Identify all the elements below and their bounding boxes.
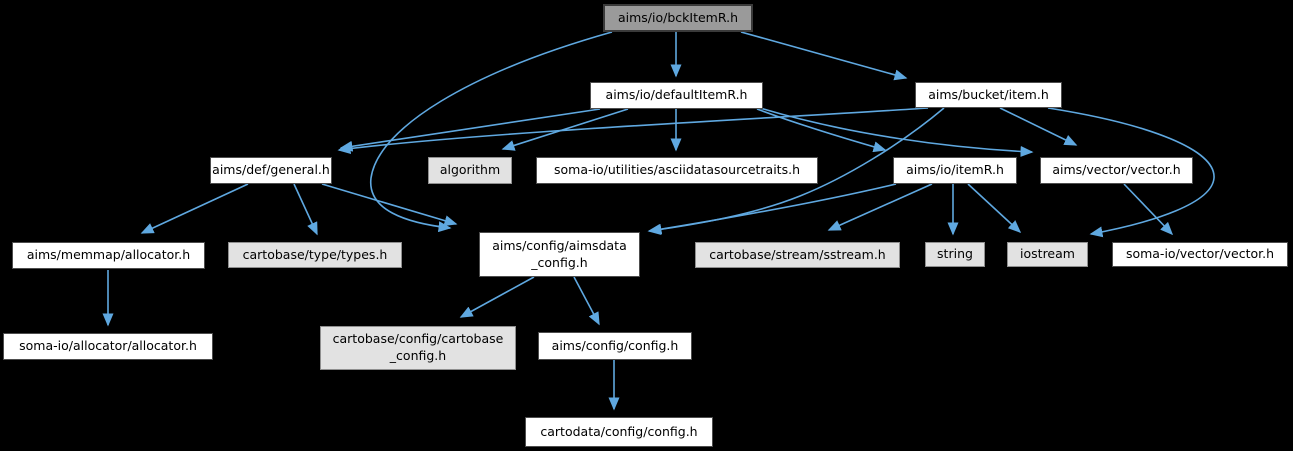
node-iostream: iostream xyxy=(1007,242,1088,267)
node-somaalloc[interactable]: soma-io/allocator/allocator.h xyxy=(3,333,213,360)
edge-itemR-to-iostream xyxy=(967,183,1022,234)
edge-defaultItemR-to-vector xyxy=(759,107,1034,157)
node-algorithm: algorithm xyxy=(428,157,512,184)
node-itemR[interactable]: aims/io/itemR.h xyxy=(893,157,1017,184)
edge-general-to-memmap xyxy=(140,183,249,234)
edge-general-to-types xyxy=(293,183,318,236)
node-cartodataconfig[interactable]: cartodata/config/config.h xyxy=(525,417,713,447)
edge-defaultItemR-to-general xyxy=(339,108,601,152)
node-memmap[interactable]: aims/memmap/allocator.h xyxy=(12,242,205,269)
edge-itemR-to-aimsdata xyxy=(648,183,897,235)
edge-item-to-iostream xyxy=(1047,107,1215,238)
edge-item-to-vector xyxy=(999,107,1078,146)
edge-bckItemR-to-item xyxy=(740,31,908,81)
node-general[interactable]: aims/def/general.h xyxy=(210,157,332,184)
node-ascii[interactable]: soma-io/utilities/asciidatasourcetraits.… xyxy=(536,157,818,184)
node-cartobaseconfig: cartobase/config/cartobase _config.h xyxy=(320,326,516,370)
edge-aimsdata-to-cartobaseconfig xyxy=(459,276,535,318)
node-defaultItemR[interactable]: aims/io/defaultItemR.h xyxy=(590,82,763,109)
edge-item-to-general xyxy=(337,107,929,155)
node-item[interactable]: aims/bucket/item.h xyxy=(915,82,1062,108)
edge-bckItemR-to-aimsdata xyxy=(370,31,613,233)
node-somavector[interactable]: soma-io/vector/vector.h xyxy=(1112,242,1288,267)
node-types: cartobase/type/types.h xyxy=(228,242,402,268)
edge-general-to-aimsdata xyxy=(321,183,458,226)
node-aimsconfig[interactable]: aims/config/config.h xyxy=(538,332,692,360)
edge-defaultItemR-to-itemR xyxy=(756,108,887,153)
edge-defaultItemR-to-algorithm xyxy=(501,108,629,151)
node-sstream: cartobase/stream/sstream.h xyxy=(695,242,900,268)
node-string: string xyxy=(925,242,985,267)
node-bckItemR: aims/io/bckItemR.h xyxy=(603,4,753,32)
node-vector[interactable]: aims/vector/vector.h xyxy=(1040,157,1193,184)
edge-aimsdata-to-aimsconfig xyxy=(573,276,600,326)
edge-vector-to-somavector xyxy=(1123,183,1174,236)
edge-itemR-to-sstream xyxy=(827,183,933,231)
node-aimsdata[interactable]: aims/config/aimsdata _config.h xyxy=(479,232,640,277)
